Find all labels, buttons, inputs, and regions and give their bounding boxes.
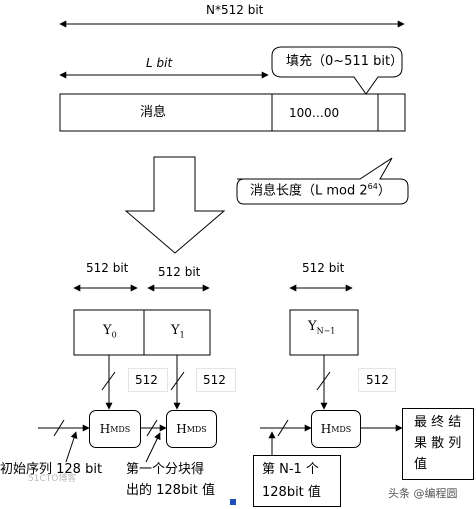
width-label-3: 512 bbox=[366, 373, 389, 387]
hmds-1-sub: MDS bbox=[110, 424, 131, 434]
nminus1-output-line-2: 128bit 值 bbox=[262, 485, 321, 500]
block-yn-label: YN−1 bbox=[308, 319, 335, 336]
width-label-1: 512 bbox=[135, 373, 158, 387]
padding-callout-bubble bbox=[271, 46, 403, 95]
width-label-box-1 bbox=[128, 368, 168, 392]
block-y0-base: Y bbox=[103, 323, 112, 338]
block-y0-label: Y0 bbox=[103, 323, 117, 340]
block-y1-label: Y1 bbox=[171, 323, 185, 340]
block-size-label-1: 512 bit bbox=[86, 261, 129, 275]
nminus1-output-line-1: 第 N-1 个 bbox=[262, 462, 319, 477]
width-label-box-3 bbox=[358, 368, 396, 392]
message-label: 消息 bbox=[140, 105, 167, 120]
padding-callout-text: 填充（0~511 bit） bbox=[286, 54, 404, 69]
hmds-2-base: H bbox=[176, 422, 187, 436]
block-size-label-3: 512 bit bbox=[302, 261, 345, 275]
iv-leader bbox=[65, 431, 78, 463]
hmds-2-sub: MDS bbox=[186, 424, 207, 434]
length-callout-close: ） bbox=[377, 183, 391, 199]
length-callout-bubble bbox=[236, 157, 409, 205]
width-slash-3 bbox=[316, 371, 331, 391]
corner-marker-icon bbox=[230, 499, 236, 505]
final-result-line-3: 值 bbox=[414, 457, 428, 472]
length-callout-exp: 64 bbox=[367, 182, 378, 191]
first-out-leader bbox=[145, 432, 161, 463]
iv-label: 初始序列 128 bit bbox=[0, 462, 103, 477]
width-slash-1 bbox=[101, 371, 116, 391]
block-y0-sub: 0 bbox=[111, 330, 117, 340]
block-y1-sub: 1 bbox=[179, 330, 185, 340]
watermark: 头条 @编程圆 bbox=[388, 487, 458, 500]
message-length-label: L bit bbox=[146, 56, 173, 70]
length-callout-text: 消息长度（L mod 264） bbox=[250, 182, 391, 199]
block-yn-sub: N−1 bbox=[316, 326, 336, 336]
hmds-3-base: H bbox=[320, 422, 332, 436]
final-result-line-1: 最 终 结 bbox=[414, 415, 462, 430]
chain-slash-1 bbox=[146, 419, 158, 437]
message-bar bbox=[59, 93, 406, 132]
width-label-2: 512 bbox=[203, 373, 226, 387]
width-label-box-2 bbox=[196, 368, 236, 392]
hmds-3-sub: MDS bbox=[331, 424, 352, 434]
padding-bits-label: 100…00 bbox=[289, 106, 340, 120]
width-slash-2 bbox=[170, 371, 185, 391]
hmds-1-base: H bbox=[99, 422, 111, 436]
chain-slash-2 bbox=[277, 419, 289, 437]
nminus1-box bbox=[253, 455, 341, 507]
watermark-left: 51CTO博客 bbox=[28, 474, 77, 484]
iv-slash bbox=[53, 419, 65, 437]
block-y1-base: Y bbox=[171, 323, 180, 338]
total-length-label: N*512 bit bbox=[206, 3, 264, 17]
big-down-arrow bbox=[124, 156, 226, 254]
first-block-output-line-2: 出的 128bit 值 bbox=[126, 483, 216, 498]
final-result-box bbox=[402, 408, 474, 480]
block-yn-base: Y bbox=[308, 319, 317, 334]
length-callout-main: 消息长度（L mod 2 bbox=[250, 183, 368, 199]
final-result-line-2: 果 散 列 bbox=[414, 436, 462, 451]
first-block-output-line-1: 第一个分块得 bbox=[126, 462, 205, 477]
block-size-label-2: 512 bit bbox=[158, 265, 201, 279]
